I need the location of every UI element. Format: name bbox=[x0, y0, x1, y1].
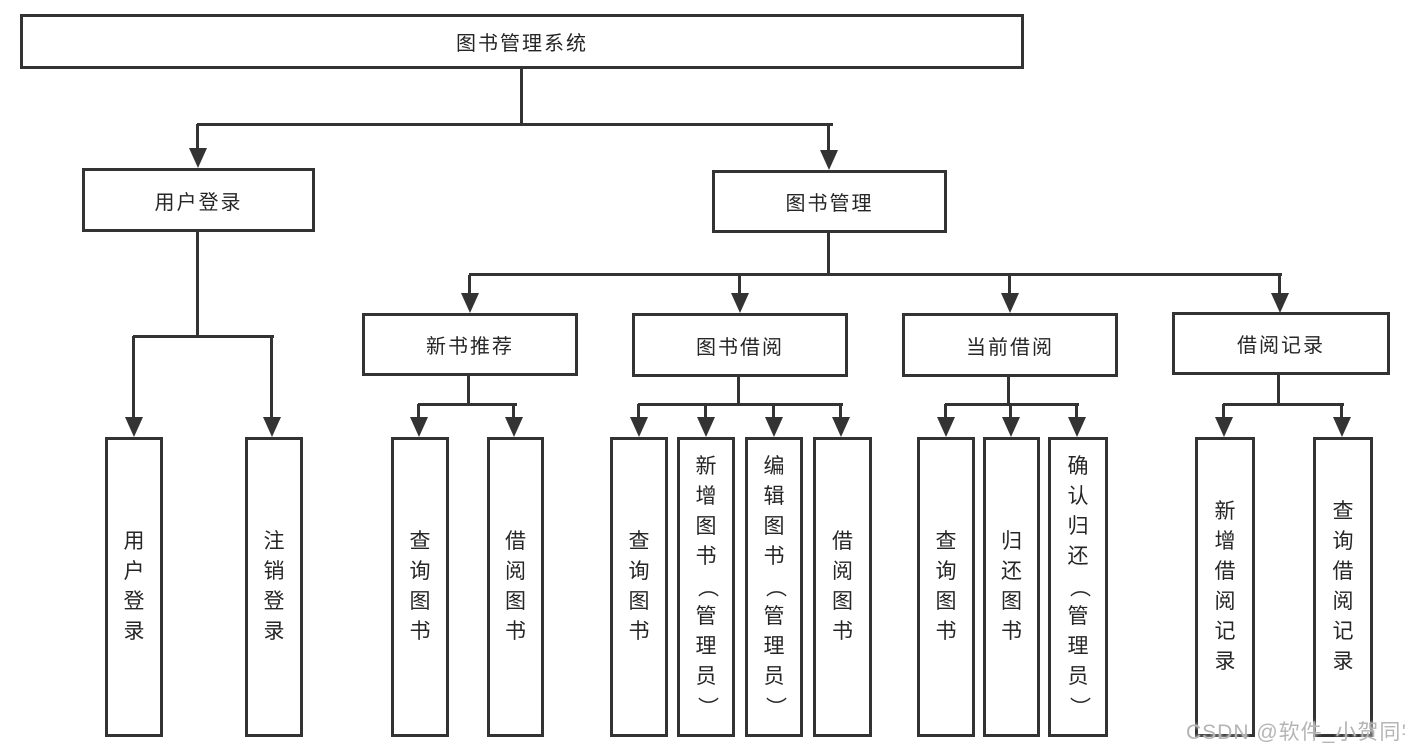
arrow-down-icon bbox=[731, 275, 749, 313]
connector-current-borrow-rail bbox=[945, 403, 1079, 406]
connector-level1-rail bbox=[197, 123, 833, 126]
connector-new-book-rail bbox=[418, 403, 517, 406]
node-borrow-records-label: 借阅记录 bbox=[1237, 335, 1325, 357]
leaf-logout: 注销登录 bbox=[245, 437, 303, 737]
arrow-down-icon bbox=[765, 404, 783, 437]
node-book-management-label: 图书管理 bbox=[785, 193, 874, 215]
leaf-query-book-borrow: 查询图书 bbox=[610, 437, 668, 737]
node-user-login: 用户登录 bbox=[82, 168, 315, 232]
leaf-confirm-return-admin: 确认归还（管理员） bbox=[1048, 437, 1108, 737]
leaf-query-borrow-record-label: 查询借阅记录 bbox=[1332, 500, 1354, 673]
leaf-borrow-book-2-label: 借阅图书 bbox=[832, 530, 853, 643]
leaf-return-book-label: 归还图书 bbox=[1001, 530, 1022, 643]
arrow-down-icon bbox=[697, 404, 715, 437]
watermark: CSDN @软件_小贺同学 bbox=[1186, 721, 1405, 744]
arrow-down-icon bbox=[1333, 404, 1351, 437]
connector-borrow-records-stem bbox=[1277, 373, 1280, 406]
arrow-down-icon bbox=[125, 336, 143, 437]
leaf-borrow-book-recommend-label: 借阅图书 bbox=[505, 530, 526, 643]
leaf-edit-book-admin: 编辑图书（管理员） bbox=[745, 437, 803, 737]
leaf-add-book-admin: 新增图书（管理员） bbox=[677, 437, 735, 737]
node-new-book-recommend-label: 新书推荐 bbox=[426, 336, 514, 358]
arrow-down-icon bbox=[1068, 404, 1086, 437]
leaf-confirm-return-admin-label: 确认归还（管理员） bbox=[1067, 455, 1090, 718]
leaf-add-borrow-record: 新增借阅记录 bbox=[1195, 437, 1255, 737]
leaf-query-borrow-record: 查询借阅记录 bbox=[1313, 437, 1373, 737]
leaf-query-book-recommend: 查询图书 bbox=[391, 437, 449, 737]
connector-current-borrow-stem bbox=[1007, 375, 1010, 406]
arrow-down-icon bbox=[263, 336, 281, 437]
node-root-label: 图书管理系统 bbox=[456, 33, 588, 55]
arrow-down-icon bbox=[461, 275, 479, 313]
node-borrow-records: 借阅记录 bbox=[1172, 312, 1390, 375]
arrow-down-icon bbox=[189, 124, 207, 168]
arrow-down-icon bbox=[1271, 275, 1289, 313]
connector-level3-rail bbox=[469, 273, 1282, 276]
connector-new-book-stem bbox=[467, 374, 470, 406]
arrow-down-icon bbox=[630, 404, 648, 437]
arrow-down-icon bbox=[410, 404, 428, 437]
connector-user-login-stem bbox=[196, 230, 199, 338]
leaf-query-book-recommend-label: 查询图书 bbox=[409, 530, 431, 643]
leaf-query-book-borrow-label: 查询图书 bbox=[628, 530, 650, 643]
arrow-down-icon bbox=[505, 404, 523, 437]
leaf-query-book-current: 查询图书 bbox=[917, 437, 975, 737]
connector-book-management-stem bbox=[827, 231, 830, 276]
arrow-down-icon bbox=[1215, 404, 1233, 437]
leaf-query-book-current-label: 查询图书 bbox=[935, 530, 957, 643]
leaf-user-login-label: 用户登录 bbox=[123, 530, 145, 643]
leaf-add-borrow-record-label: 新增借阅记录 bbox=[1214, 500, 1236, 673]
node-current-borrow-label: 当前借阅 bbox=[966, 336, 1054, 359]
leaf-add-book-admin-label: 新增图书（管理员） bbox=[695, 455, 718, 718]
leaf-borrow-book-2: 借阅图书 bbox=[813, 437, 872, 737]
arrow-down-icon bbox=[1002, 404, 1020, 437]
arrow-down-icon bbox=[820, 124, 838, 170]
arrow-down-icon bbox=[937, 404, 955, 437]
connector-borrow-records-rail bbox=[1223, 403, 1344, 406]
node-user-login-label: 用户登录 bbox=[154, 191, 243, 214]
leaf-edit-book-admin-label: 编辑图书（管理员） bbox=[763, 455, 786, 718]
connector-book-borrow-rail bbox=[638, 403, 843, 406]
connector-user-login-rail bbox=[133, 335, 274, 338]
leaf-return-book: 归还图书 bbox=[983, 437, 1040, 737]
arrow-down-icon bbox=[1001, 275, 1019, 313]
node-book-management: 图书管理 bbox=[712, 170, 947, 233]
node-book-borrow: 图书借阅 bbox=[632, 313, 848, 377]
arrow-down-icon bbox=[832, 404, 850, 437]
leaf-user-login: 用户登录 bbox=[105, 437, 163, 737]
connector-book-borrow-stem bbox=[737, 375, 740, 406]
node-root: 图书管理系统 bbox=[20, 14, 1024, 69]
leaf-borrow-book-recommend: 借阅图书 bbox=[487, 437, 544, 737]
leaf-logout-label: 注销登录 bbox=[263, 530, 285, 643]
node-new-book-recommend: 新书推荐 bbox=[362, 313, 578, 376]
connector-root-stem bbox=[520, 67, 523, 126]
node-book-borrow-label: 图书借阅 bbox=[696, 336, 784, 359]
node-current-borrow: 当前借阅 bbox=[902, 313, 1118, 377]
